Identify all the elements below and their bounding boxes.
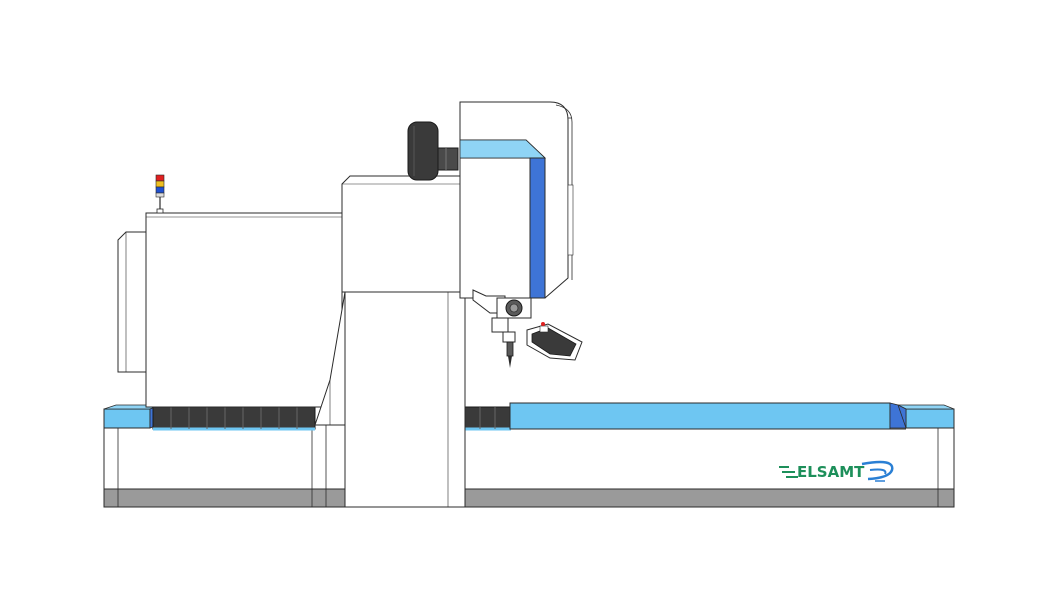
signal-light-blue [155,186,165,194]
cable-chain-right [464,406,512,431]
elsamt-logo: ELSAMT [779,460,894,482]
logo-text: ELSAMT [797,463,865,481]
work-table [509,402,907,430]
machine-base [103,424,955,508]
signal-light-red [155,174,165,182]
spindle-motor [407,121,459,181]
spindle-head [472,289,532,368]
signal-tower [155,174,165,214]
tool-holder [526,322,583,361]
machine-column [314,175,474,508]
signal-light-yellow [155,180,165,188]
base-left-cap [103,404,161,429]
base-right-cap [897,404,955,429]
cable-chain-left [152,406,316,431]
head-housing [459,101,574,299]
electrical-cabinet [117,212,343,408]
